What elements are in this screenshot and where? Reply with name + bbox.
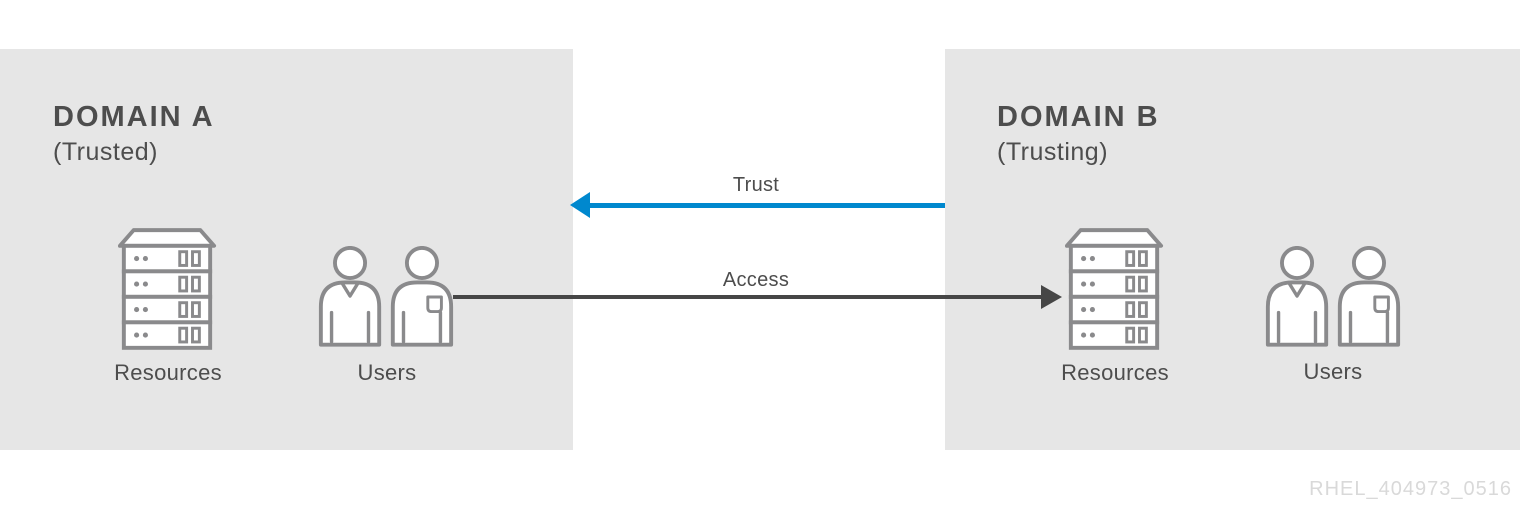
domain-b-resources-icon-group — [1063, 224, 1165, 357]
user-head — [1280, 245, 1315, 280]
user-head — [1351, 245, 1386, 280]
user-head — [404, 245, 439, 280]
server-led-dots — [134, 256, 148, 338]
user-icon-vneck — [1265, 245, 1329, 347]
user-head — [333, 245, 368, 280]
domain-b-box — [945, 49, 1520, 450]
server-slots — [178, 250, 201, 344]
vneck-collar — [1287, 281, 1307, 298]
user-icon-pocket — [1337, 245, 1401, 347]
server-rack-icon — [117, 228, 217, 350]
access-arrowhead-icon — [1041, 285, 1062, 309]
trust-arrow — [588, 203, 945, 208]
access-arrow-label: Access — [722, 269, 790, 291]
watermark-text: RHEL_404973_0516 — [1309, 478, 1512, 500]
user-icon-vneck — [318, 245, 382, 347]
vneck-collar — [340, 281, 360, 298]
trust-arrowhead-icon — [570, 192, 590, 218]
domain-a-resources-label: Resources — [114, 360, 222, 385]
shirt-pocket — [426, 295, 443, 314]
domain-b-users-label: Users — [1303, 359, 1363, 384]
users-icon — [1265, 245, 1401, 347]
domain-b-resources-label: Resources — [1061, 360, 1169, 385]
users-icon — [318, 245, 454, 347]
shirt-pocket — [1373, 295, 1390, 314]
domain-a-box — [0, 49, 573, 450]
domain-b-title: DOMAIN B — [997, 101, 1160, 133]
trust-arrow-label: Trust — [732, 174, 780, 196]
domain-a-users-icon-group — [316, 245, 456, 353]
domain-a-resources-icon-group — [116, 224, 218, 357]
access-arrow — [453, 295, 1042, 299]
user-icon-pocket — [390, 245, 454, 347]
server-led-dots — [1081, 256, 1095, 338]
domain-a-users-label: Users — [357, 360, 417, 385]
domain-b-users-icon-group — [1263, 245, 1403, 353]
domain-b-subtitle: (Trusting) — [997, 138, 1109, 166]
domain-a-title: DOMAIN A — [53, 101, 215, 133]
domain-a-subtitle: (Trusted) — [53, 138, 158, 166]
server-rack-icon — [1064, 228, 1164, 350]
server-slots — [1125, 250, 1148, 344]
